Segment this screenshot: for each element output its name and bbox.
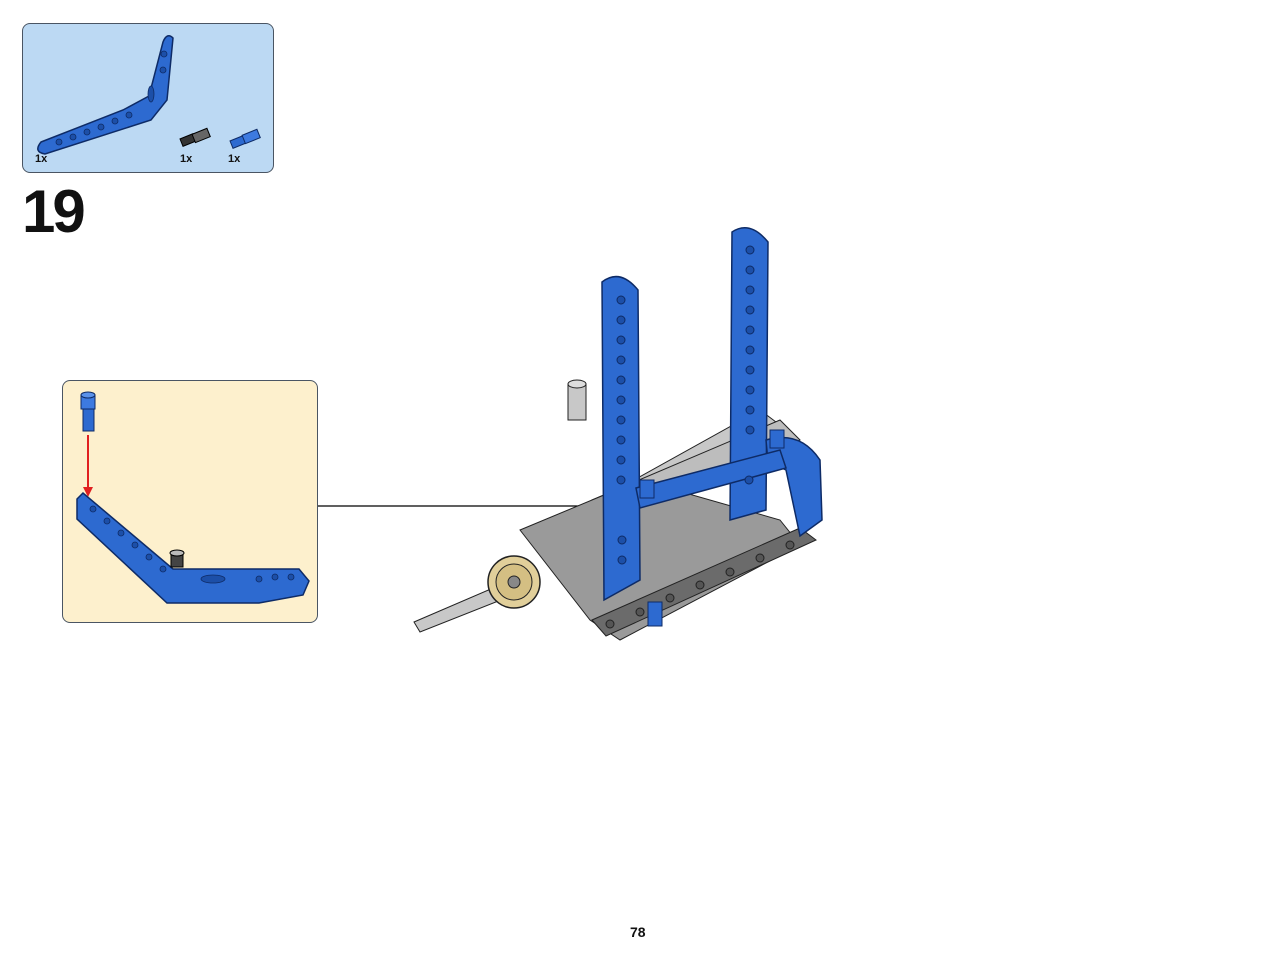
- step-number: 19: [22, 178, 86, 245]
- page-number: 78: [630, 924, 646, 940]
- subassembly-callout-box: [62, 380, 318, 623]
- black-axle-pin-icon: [179, 127, 211, 147]
- quantity-label: 1x: [228, 153, 241, 165]
- subassembly-illustration: [76, 391, 310, 604]
- blue-axle-pin-icon: [229, 128, 261, 149]
- quantity-label: 1x: [35, 153, 48, 165]
- quantity-label: 1x: [180, 153, 193, 165]
- parts-list-box: 1x 1x 1x: [22, 23, 274, 173]
- blue-bent-liftarm-icon: [37, 35, 174, 155]
